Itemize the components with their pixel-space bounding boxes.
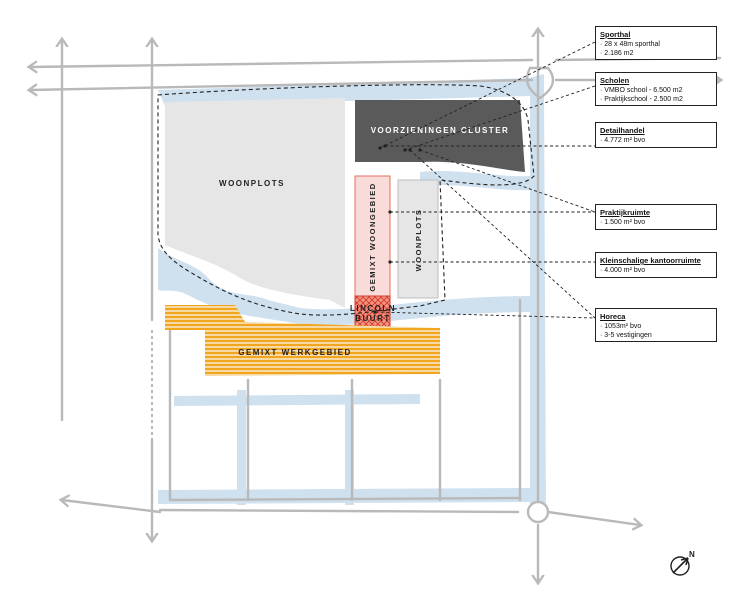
gemixt-woongebied-area [354,175,391,299]
woonplots-small-area [397,179,439,299]
annotation-item: · 28 x 48m sporthal [600,41,660,48]
annotation-item: · 1053m² bvo [600,323,642,330]
woonplots-large-area [165,98,345,308]
annotation-kantoor: Kleinschalige kantoorruimte · 4.000 m² b… [595,252,717,278]
annotation-item: · VMBO school - 6.500 m2 [600,87,683,94]
label-woonplots-large: WOONPLOTS [219,179,285,188]
annotation-item: · 2.186 m2 [600,50,634,57]
plan-boundary [157,84,535,316]
voorzieningen-cluster-area [355,100,525,172]
annotation-scholen: Scholen · VMBO school - 6.500 m2 · Prakt… [595,72,717,106]
north-arrow-icon: N [670,550,695,576]
annotation-title: Horeca [600,312,626,321]
label-lincoln-line2: BUURT [355,314,391,323]
annotation-detailhandel: Detailhandel · 4.772 m² bvo [595,122,717,148]
gemixt-werkgebied-area [165,305,440,376]
annotation-item: · 1.500 m² bvo [600,219,646,226]
annotation-praktijkruimte: Praktijkruimte · 1.500 m² bvo [595,204,717,230]
annotation-item: · 4.000 m² bvo [600,267,646,274]
label-voorzieningen-cluster: VOORZIENINGEN CLUSTER [371,126,510,135]
annotation-item: · Praktijkschool - 2.500 m2 [600,96,683,103]
annotation-sporthal: Sporthal · 28 x 48m sporthal · 2.186 m2 [595,26,717,60]
label-gemixt-werkgebied: GEMIXT WERKGEBIED [238,348,352,357]
label-gemixt-woongebied: GEMIXT WOONGEBIED [368,182,377,291]
leader-dots [373,144,422,314]
north-label: N [689,550,695,559]
label-woonplots-small: WOONPLOTS [414,209,423,272]
annotation-title: Detailhandel [600,126,645,135]
annotation-item: · 3-5 vestigingen [600,332,652,339]
annotation-item: · 4.772 m² bvo [600,137,646,144]
annotation-title: Sporthal [600,30,631,39]
label-lincoln-line1: LINCOLN [350,304,396,313]
annotation-title: Praktijkruimte [600,208,651,217]
annotation-horeca: Horeca · 1053m² bvo · 3-5 vestigingen [595,308,717,342]
annotation-title: Kleinschalige kantoorruimte [600,256,701,265]
annotation-title: Scholen [600,76,630,85]
leader-lines [374,41,596,319]
